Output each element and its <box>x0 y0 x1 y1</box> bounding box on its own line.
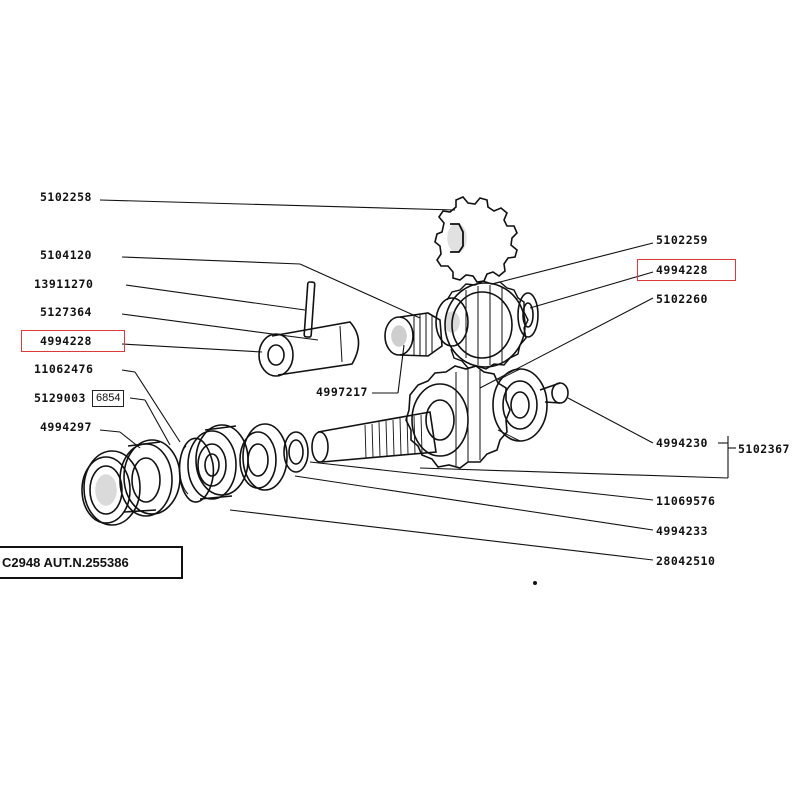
washer-middle <box>239 423 288 491</box>
part-ref-6854: 6854 <box>92 390 125 407</box>
part-label-5102258: 5102258 <box>40 190 92 204</box>
pin <box>303 281 316 338</box>
bearing-outer-left <box>119 439 181 517</box>
part-label-5102367: 5102367 <box>738 442 790 456</box>
part-label-4997217: 4997217 <box>316 385 368 399</box>
bushing <box>258 321 360 377</box>
part-label-5127364: 5127364 <box>40 305 92 319</box>
drawing-reference-box: C2948 AUT.N.255386 <box>0 546 183 579</box>
part-label-5102260: 5102260 <box>656 292 708 306</box>
part-label-5102259: 5102259 <box>656 233 708 247</box>
bearing-right <box>492 368 548 442</box>
bearing-left-large <box>187 424 249 500</box>
part-label-5129003: 5129003 <box>34 391 86 405</box>
leader-lines <box>99 199 736 561</box>
part-label-4994297: 4994297 <box>40 420 92 434</box>
part-label-4994228-left: 4994228 <box>40 334 92 348</box>
seal-outer <box>81 450 141 526</box>
drawing-reference-text: C2948 AUT.N.255386 <box>2 555 129 570</box>
spur-gear-large <box>405 365 511 469</box>
highlight-box-right <box>637 259 736 281</box>
part-label-11069576: 11069576 <box>656 494 716 508</box>
part-label-4994230: 4994230 <box>656 436 708 450</box>
part-label-13911270: 13911270 <box>34 277 94 291</box>
part-label-4994228-right: 4994228 <box>656 263 708 277</box>
part-label-11062476: 11062476 <box>34 362 94 376</box>
ring-small <box>283 431 309 473</box>
needle-bearing <box>384 312 443 357</box>
part-label-5104120: 5104120 <box>40 248 92 262</box>
part-label-4994233: 4994233 <box>656 524 708 538</box>
part-label-28042510: 28042510 <box>656 554 716 568</box>
spur-gear-middle <box>435 280 539 370</box>
main-shaft <box>311 382 569 463</box>
highlight-box-left <box>21 330 125 352</box>
spur-gear-top <box>434 196 518 283</box>
